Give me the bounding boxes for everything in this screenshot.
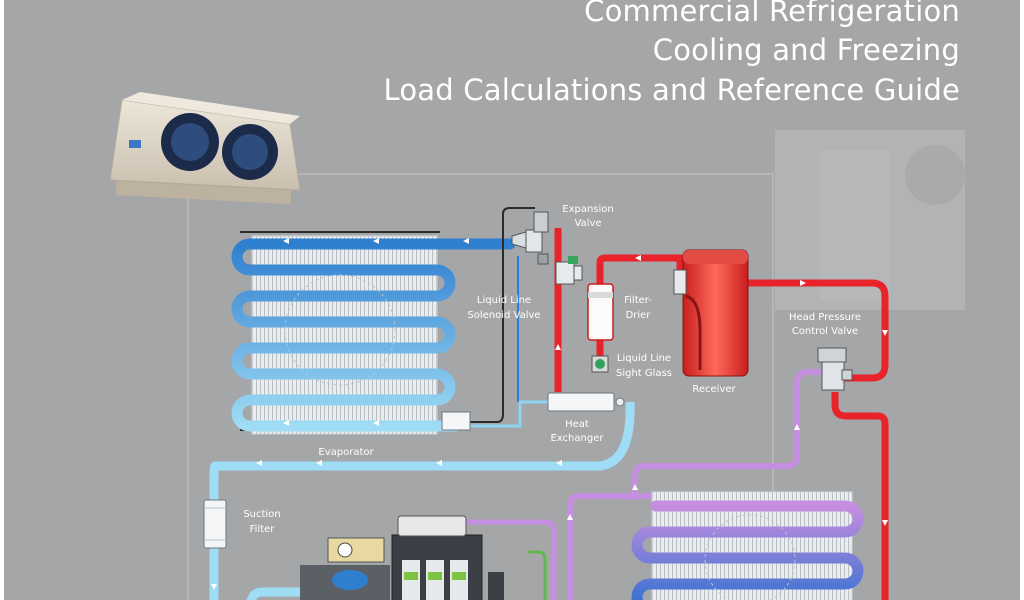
compressor-discharge-line bbox=[465, 519, 557, 600]
suction-line bbox=[209, 401, 635, 600]
label-suction-filter-2: Filter bbox=[250, 524, 276, 535]
label-suction-filter-1: Suction bbox=[243, 509, 280, 520]
title-line-2: Cooling and Freezing bbox=[652, 33, 960, 67]
oil-line bbox=[528, 550, 547, 600]
filter-drier bbox=[587, 283, 614, 341]
receiver bbox=[673, 249, 749, 377]
title-line-1: Commercial Refrigeration bbox=[584, 0, 960, 28]
label-head-pressure-2: Control Valve bbox=[792, 326, 858, 337]
liquid-line-sight-glass bbox=[591, 355, 609, 373]
label-heat-exchanger-1: Heat bbox=[565, 419, 589, 430]
flow-arrows bbox=[211, 238, 888, 590]
discharge-line bbox=[567, 493, 656, 600]
compressor-unit bbox=[246, 515, 504, 600]
label-expansion-valve-1: Expansion bbox=[562, 204, 614, 215]
label-liquid-line-solenoid-2: Solenoid Valve bbox=[467, 310, 540, 321]
label-receiver: Receiver bbox=[692, 384, 736, 395]
label-filter-drier-1: Filter- bbox=[624, 295, 652, 306]
evaporator-outlet-fittings bbox=[441, 411, 471, 431]
label-filter-drier-2: Drier bbox=[626, 310, 652, 321]
discharge-line-bypass bbox=[632, 369, 822, 500]
background-frame bbox=[187, 173, 774, 600]
title-line-3: Load Calculations and Reference Guide bbox=[383, 73, 960, 107]
equalizer-line bbox=[470, 207, 535, 423]
label-head-pressure-1: Head Pressure bbox=[789, 312, 861, 323]
label-liquid-line-solenoid-1: Liquid Line bbox=[477, 295, 531, 306]
head-pressure-control-valve bbox=[817, 347, 853, 391]
label-evaporator: Evaporator bbox=[318, 447, 374, 458]
label-heat-exchanger-2: Exchanger bbox=[551, 433, 605, 444]
suction-filter bbox=[203, 499, 227, 549]
liquid-line-solenoid-valve bbox=[555, 256, 583, 285]
evaporator-coil bbox=[231, 231, 516, 435]
guide-cover: Commercial Refrigeration Cooling and Fre… bbox=[4, 0, 1020, 600]
heat-exchanger bbox=[547, 392, 625, 412]
expansion-valve bbox=[511, 211, 549, 265]
refrigeration-system-diagram: Expansion Valve Liquid Line Solenoid Val… bbox=[109, 92, 965, 600]
label-sight-glass-1: Liquid Line bbox=[617, 353, 671, 364]
evaporator-unit-image bbox=[109, 92, 301, 205]
liquid-line-from-condenser bbox=[831, 392, 889, 600]
suction-line-to-heat-exchanger bbox=[455, 400, 552, 428]
condenser-coil bbox=[631, 491, 864, 600]
label-expansion-valve-2: Valve bbox=[574, 218, 601, 229]
label-sight-glass-2: Sight Glass bbox=[616, 368, 672, 379]
